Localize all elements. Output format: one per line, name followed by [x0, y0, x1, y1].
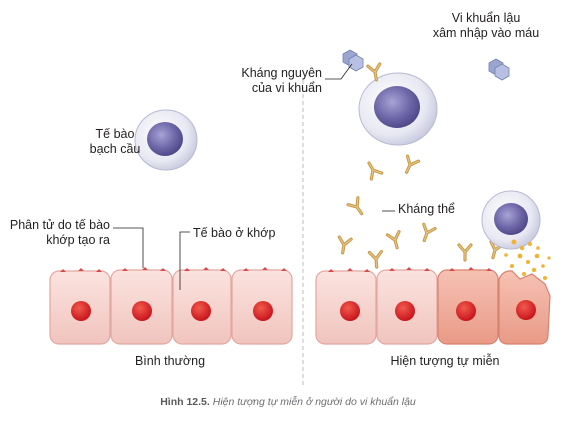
leader-line-joint-cell [179, 231, 190, 290]
surface-molecules [60, 267, 287, 272]
joint-cell [231, 269, 293, 345]
white-blood-cell-with-antigen [358, 72, 438, 146]
cell-nucleus [340, 301, 360, 321]
label-autoimmune: Hiện tượng tự miễn [390, 354, 500, 368]
bacterium-in-blood [488, 58, 510, 81]
joint-cell-damaged [498, 270, 551, 345]
joint-cell [376, 269, 438, 345]
label-antigen: Kháng nguyên của vi khuẩn [241, 66, 322, 95]
leader-line-antigen [325, 63, 353, 80]
cell-nucleus [191, 301, 211, 321]
figure-caption: Hình 12.5. Hiện tượng tự miễn ở người do… [0, 396, 576, 408]
white-blood-cell [134, 109, 198, 171]
cell-nucleus [71, 301, 91, 321]
label-bacteria: Vi khuẩn lậu xâm nhập vào máu [432, 11, 540, 40]
label-antibody: Kháng thể [398, 202, 455, 216]
joint-cell [49, 270, 111, 345]
label-normal: Bình thường [134, 354, 206, 368]
caption-text: Hiện tượng tự miễn ở người do vi khuẩn l… [212, 396, 416, 408]
caption-prefix: Hình 12.5. [160, 396, 210, 408]
white-blood-cell-attacking [481, 190, 541, 250]
joint-cell [110, 269, 173, 345]
joint-cell-damaged [437, 269, 499, 345]
cell-nucleus [253, 301, 273, 321]
surface-molecules [328, 267, 492, 272]
label-free-molecule: Phân tử do tế bào khớp tạo ra [9, 218, 110, 247]
leader-line-molecule [113, 227, 144, 268]
released-particles [504, 239, 551, 280]
label-white-cell: Tế bào bạch cầu [89, 127, 141, 156]
cell-nucleus [516, 300, 536, 320]
joint-cell [315, 270, 377, 345]
joint-cells-normal [49, 267, 293, 345]
joint-cell [172, 269, 232, 345]
cell-nucleus [132, 301, 152, 321]
cell-nucleus [395, 301, 415, 321]
bacterium-antigen [342, 49, 364, 72]
label-joint-cell: Tế bào ở khớp [193, 226, 276, 240]
cell-nucleus [456, 301, 476, 321]
joint-cells-autoimmune [315, 267, 551, 345]
